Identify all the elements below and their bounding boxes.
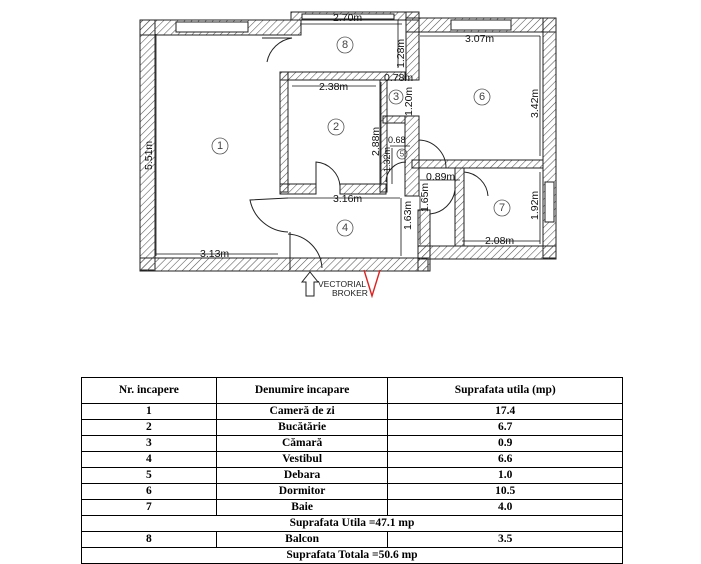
room-number-6: 6 [479,91,485,103]
header-room-number: Nr. incapere [81,377,217,404]
cell-area: 6.6 [387,451,623,468]
dim-balcony-width: 2.70m [333,12,362,24]
cell-nr: 8 [81,531,217,548]
cell-area: 4.0 [387,499,623,516]
logo-mark-icon [363,269,381,299]
dim-bedroom-width: 3.07m [465,33,494,45]
header-area: Suprafata utila (mp) [387,377,623,404]
room-number-8: 8 [342,39,348,51]
total-cell: Suprafata Totala =50.6 mp [81,547,623,564]
room-number-4: 4 [342,222,348,234]
cell-name: Baie [215,499,389,516]
windows [175,13,555,223]
subtotal-cell: Suprafata Utila =47.1 mp [81,515,623,532]
dim-balcony-depth: 1.28m [395,39,407,68]
room-markers [211,36,511,237]
room-number-5: 5 [400,150,405,159]
cell-area: 3.5 [387,531,623,548]
vectorial-broker-logo: VECTORIAL BROKER [318,269,381,299]
dim-living-width: 3.13m [200,248,229,260]
cell-nr: 2 [81,419,217,436]
dim-storage-width: 0.68 [388,135,406,145]
dim-bath-width: 2.08m [485,235,514,247]
cell-name: Bucătărie [215,419,389,436]
dimension-lines [155,20,541,256]
room-number-1: 1 [217,140,223,152]
dim-pantry-depth: 1.20m [403,87,415,116]
cell-area: 6.7 [387,419,623,436]
floor-plan: 2.70m 1.28m 2.38m 0.78m 1.20m 2.88m 5.51… [139,11,557,299]
cell-nr: 1 [81,403,217,420]
dim-pantry-width: 0.78m [384,72,413,84]
dim-kitchen-width: 2.38m [319,81,348,93]
cell-nr: 3 [81,435,217,452]
room-number-3: 3 [393,91,399,103]
room-areas-table: Nr. incapere Denumire incapare Suprafata… [81,377,623,564]
cell-name: Cămară [215,435,389,452]
interior-walls [279,71,544,247]
dim-hall-depth: 1.63m [402,201,414,230]
cell-name: Dormitor [215,483,389,500]
cell-nr: 7 [81,499,217,516]
dimension-labels: 2.70m 1.28m 2.38m 0.78m 1.20m 2.88m 5.51… [143,12,541,260]
dim-hall-depth-right: 1.65m [419,183,431,212]
table-header-row: Nr. incapere Denumire incapare Suprafata… [81,377,623,404]
dim-kitchen-depth: 2.88m [370,127,382,156]
cell-area: 10.5 [387,483,623,500]
dim-bedroom-depth: 3.42m [529,89,541,118]
cell-name: Balcon [215,531,389,548]
cell-area: 17.4 [387,403,623,420]
subtotal-row: Suprafata Utila =47.1 mp [81,515,623,532]
cell-nr: 6 [81,483,217,500]
room-numbers: 1 2 3 4 5 6 7 8 [217,39,505,234]
dim-hall-width: 3.16m [333,193,362,205]
logo-line-2: BROKER [332,288,368,298]
header-room-name: Denumire incapare [215,377,389,404]
logo-line-1: VECTORIAL [318,279,366,289]
cell-name: Vestibul [215,451,389,468]
dim-storage-depth: 1.32m [382,147,392,172]
dim-bath-door: 0.89m [426,171,455,183]
dim-bath-depth: 1.92m [529,191,541,220]
cell-area: 1.0 [387,467,623,484]
cell-nr: 4 [81,451,217,468]
cell-area: 0.9 [387,435,623,452]
door-swings [249,37,489,270]
cell-name: Cameră de zi [215,403,389,420]
dim-living-height: 5.51m [143,141,155,170]
room-number-7: 7 [499,202,505,214]
cell-nr: 5 [81,467,217,484]
total-row: Suprafata Totala =50.6 mp [81,547,623,564]
cell-name: Debara [215,467,389,484]
room-number-2: 2 [333,121,339,133]
entrance-arrow-icon [300,271,320,297]
